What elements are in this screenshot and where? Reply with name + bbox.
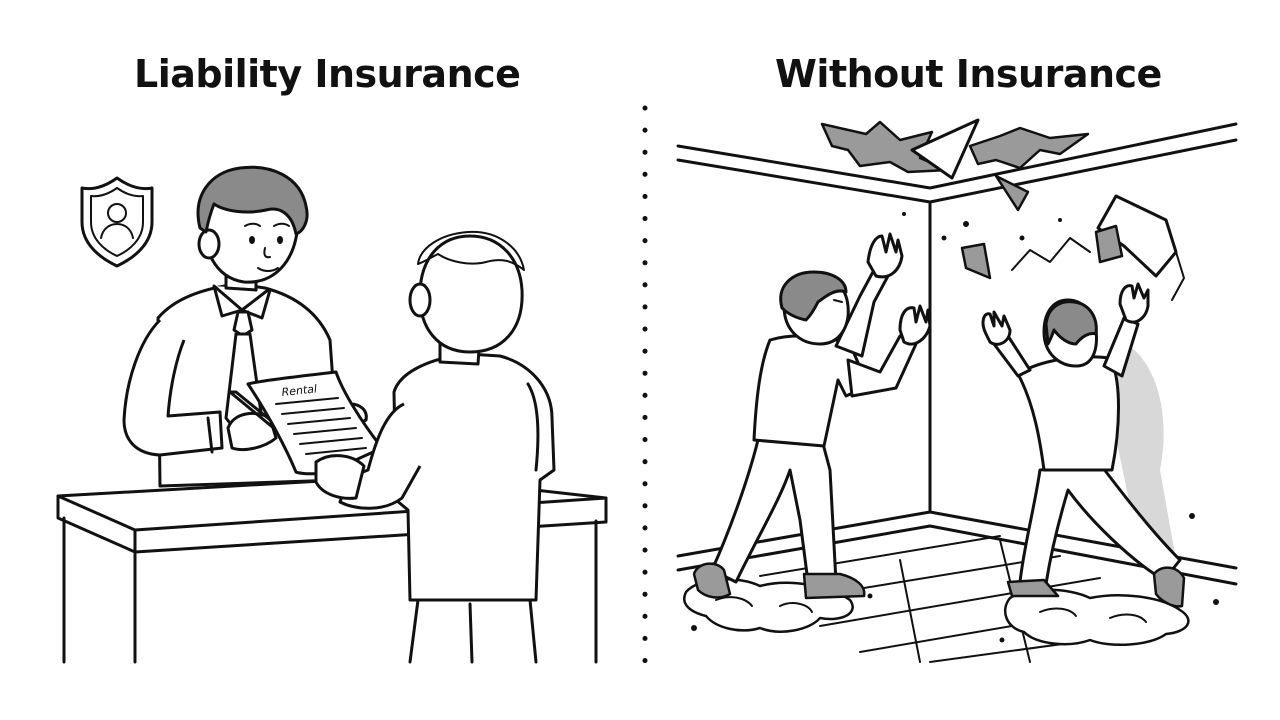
wall-shadow: [1112, 340, 1176, 560]
right-panel: [676, 118, 1238, 663]
right-panel-title: Without Insurance: [775, 52, 1162, 96]
client: [314, 230, 556, 664]
left-panel-title: Liability Insurance: [134, 52, 521, 96]
rental-document: Rental: [246, 370, 384, 476]
man-pushing-wall-1: [692, 232, 932, 600]
shield-person-icon: [80, 176, 154, 268]
document-label: Rental: [281, 382, 318, 399]
falling-ceiling-debris: [820, 118, 1195, 519]
left-panel: Rental: [56, 165, 608, 664]
man-pushing-wall-2: [981, 282, 1186, 608]
water-puddles: [683, 577, 1219, 647]
